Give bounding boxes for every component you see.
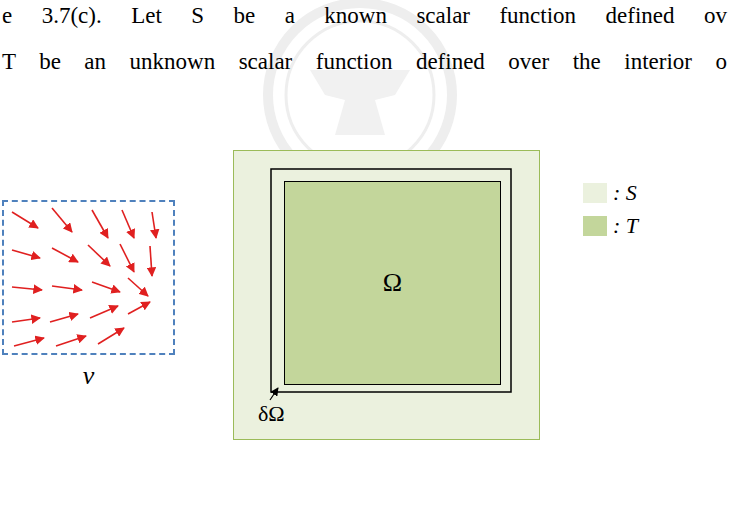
- vector-field-box: v: [2, 200, 175, 355]
- region-label: Ω: [383, 268, 402, 298]
- body-text-line: T be an unknown scalar function defined …: [2, 48, 727, 76]
- legend-label: : T: [613, 213, 638, 239]
- legend-entry: : T: [583, 213, 638, 239]
- region-s-fill: [233, 150, 540, 440]
- vector-field: [12, 208, 156, 346]
- region-box: ΩδΩ: [233, 150, 540, 440]
- legend-swatch: [583, 216, 607, 236]
- legend-entry: : S: [583, 180, 637, 206]
- legend-label: : S: [613, 180, 637, 206]
- legend-swatch: [583, 183, 607, 203]
- boundary-label: δΩ: [258, 401, 285, 427]
- leader-line: [270, 388, 278, 400]
- field-label: v: [4, 361, 173, 391]
- body-text-line: e 3.7(c). Let S be a known scalar functi…: [2, 2, 727, 30]
- boundary-frame: [271, 169, 511, 392]
- interior-region: Ω: [284, 181, 501, 385]
